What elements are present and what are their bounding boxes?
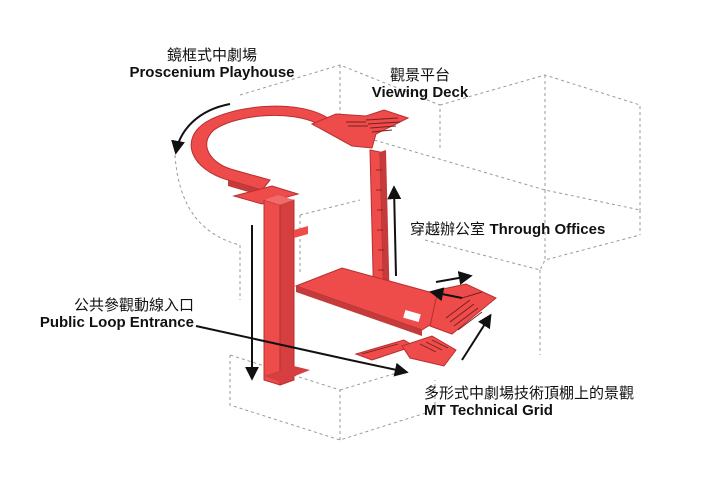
proscenium-label-zh: 鏡框式中劇場 — [166, 46, 257, 64]
office-left-arrow — [429, 287, 463, 302]
vertical-tower-side — [279, 199, 295, 386]
through-offices-label: 穿越辦公室 Through Offices — [410, 220, 605, 239]
vertical-tower-face — [263, 199, 281, 386]
viewing-deck-label-zh: 觀景平台 — [389, 66, 450, 84]
proscenium-label-en: Proscenium Playhouse — [129, 64, 295, 81]
through-offices-label-zh: 穿越辦公室 — [410, 220, 486, 238]
viewing-deck-label-en: Viewing Deck — [371, 84, 469, 101]
through-offices-arrow — [387, 185, 402, 277]
viewing-deck — [310, 109, 410, 149]
mt-grid-up-arrow — [461, 313, 492, 361]
mt-grid-label-zh: 多形式中劇場技術頂棚上的景觀 — [424, 384, 635, 402]
upper-landing — [232, 185, 300, 205]
mt-grid-label-en: MT Technical Grid — [424, 402, 553, 419]
viewing-deck-stair — [346, 117, 401, 133]
proscenium-label: 鏡框式中劇場 Proscenium Playhouse — [112, 46, 312, 82]
office-stair — [429, 283, 497, 335]
through-offices-label-en: Through Offices — [489, 221, 606, 238]
viewing-deck-label: 觀景平台 Viewing Deck — [350, 66, 490, 102]
public-loop-route — [190, 105, 497, 386]
mt-grid-stair — [401, 335, 457, 367]
public-loop-label-zh: 公共參觀動線入口 — [73, 296, 194, 314]
public-loop-label-en: Public Loop Entrance — [39, 314, 194, 331]
proscenium-curve-arrow — [171, 103, 231, 155]
office-upper-arrow — [435, 271, 473, 285]
mt-grid-label: 多形式中劇場技術頂棚上的景觀 MT Technical Grid — [424, 384, 634, 420]
direction-arrows — [171, 103, 492, 381]
public-loop-label: 公共參觀動線入口 Public Loop Entrance — [10, 296, 194, 332]
entrance-pointer-line — [195, 325, 409, 377]
proscenium-ramp — [190, 105, 329, 191]
